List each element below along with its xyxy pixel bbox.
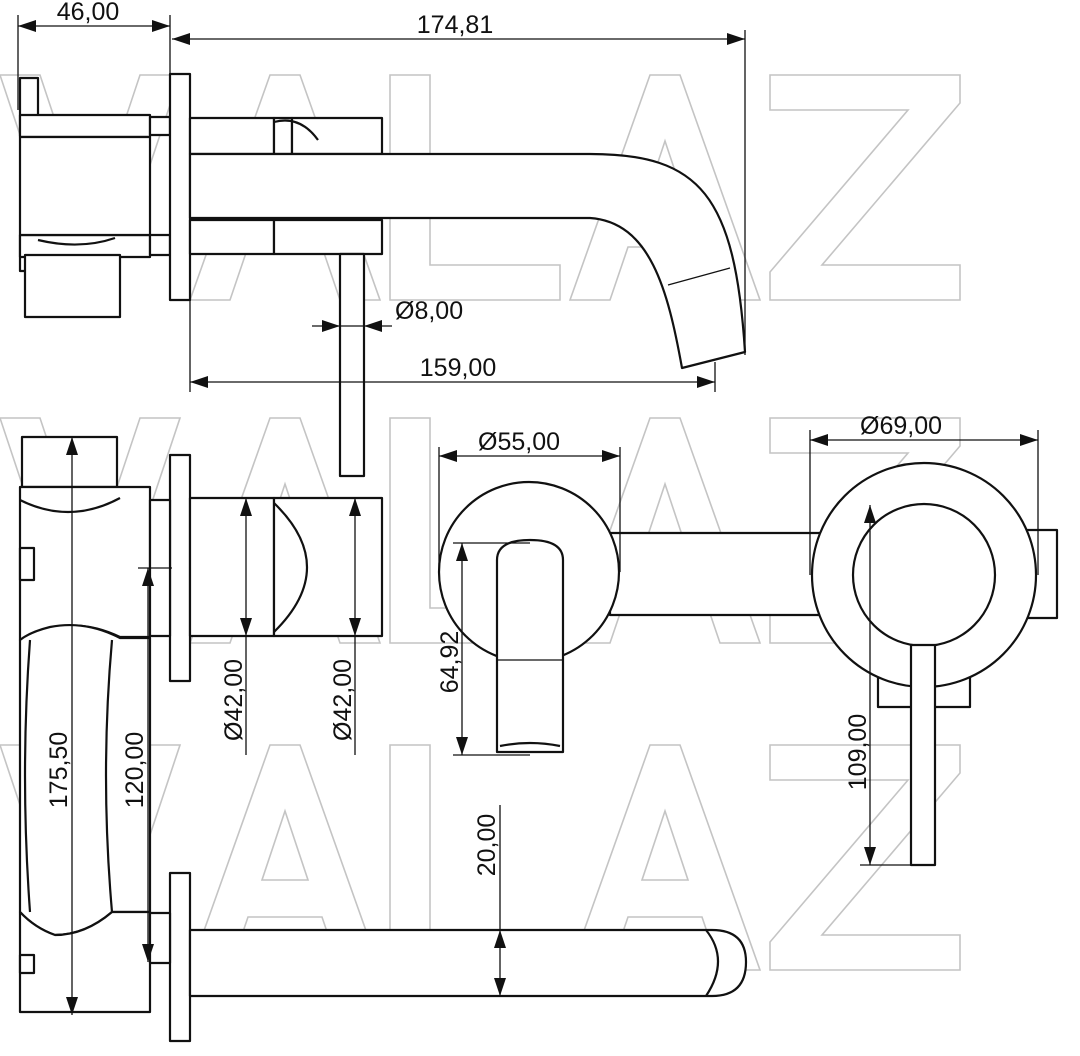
dim-diam-42-b-label: Ø42,00 — [329, 659, 357, 741]
dim-120: 120,00 — [121, 567, 172, 962]
dim-64-92-label: 64,92 — [436, 631, 464, 694]
body-side-view — [18, 435, 748, 1043]
dim-175-50: 175,50 — [45, 437, 78, 1015]
dim-diam-8-label: Ø8,00 — [395, 297, 463, 325]
dim-diam-42-b: Ø42,00 — [329, 498, 361, 755]
dim-174-81-label: 174,81 — [417, 11, 493, 39]
dim-46: 46,00 — [17, 0, 171, 110]
dim-diam-69: Ø69,00 — [809, 412, 1039, 575]
dim-diam-42-a-label: Ø42,00 — [220, 659, 248, 741]
dim-109-label: 109,00 — [844, 714, 872, 790]
dim-46-label: 46,00 — [57, 0, 120, 26]
front-view — [437, 461, 1059, 867]
side-view-top — [18, 72, 747, 478]
dim-159-label: 159,00 — [420, 354, 496, 382]
dim-120-label: 120,00 — [121, 732, 149, 808]
dim-175-50-label: 175,50 — [45, 732, 73, 808]
dim-diam-69-label: Ø69,00 — [860, 412, 942, 440]
dim-174-81: 174,81 — [172, 11, 746, 355]
dim-109: 109,00 — [844, 505, 912, 866]
dim-20: 20,00 — [473, 805, 506, 996]
dim-20-label: 20,00 — [473, 814, 501, 877]
dim-diam-42-a: Ø42,00 — [220, 498, 252, 755]
dim-159: 159,00 — [189, 300, 716, 392]
dim-64-92: 64,92 — [436, 542, 530, 756]
dim-diam-55: Ø55,00 — [438, 428, 621, 572]
dim-diam-8: Ø8,00 — [312, 297, 463, 332]
dim-diam-55-label: Ø55,00 — [478, 428, 560, 456]
